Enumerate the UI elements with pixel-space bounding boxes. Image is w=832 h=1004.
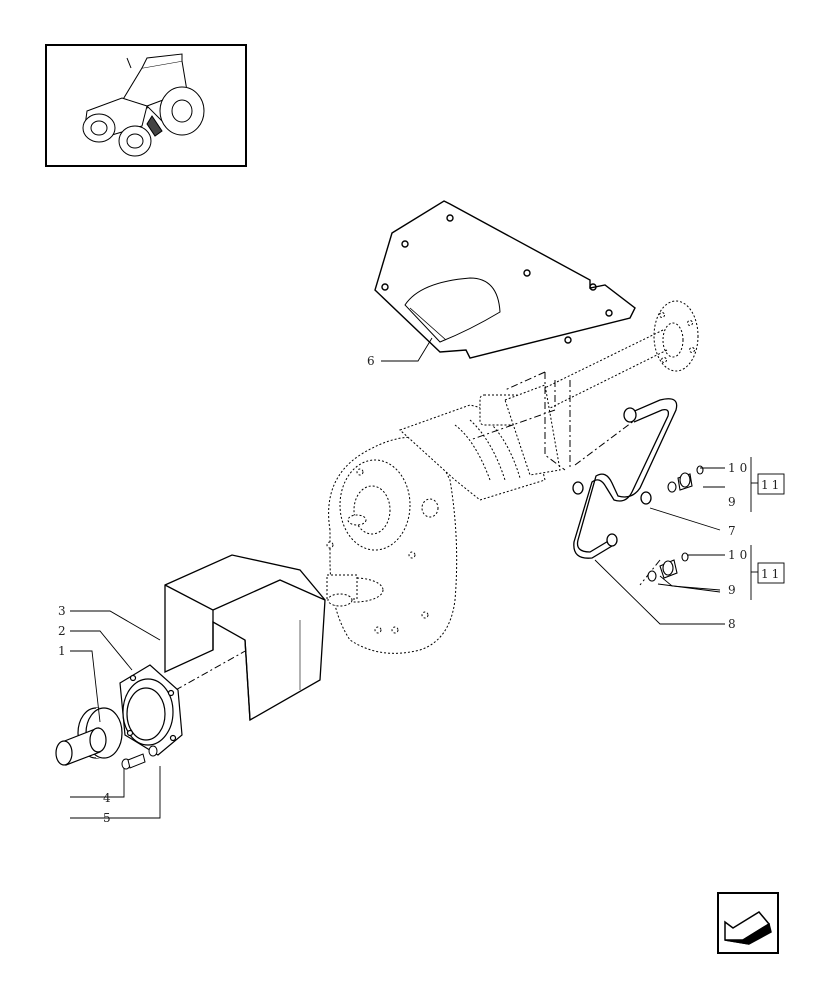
callout-2: 2 xyxy=(58,624,66,638)
callout-7: 7 xyxy=(728,524,736,538)
callout-numbers: 3 2 1 4 5 6 10 9 7 10 9 8 11 11 xyxy=(58,354,782,825)
callout-9-lower: 9 xyxy=(728,583,736,597)
callout-9-upper: 9 xyxy=(728,495,736,509)
back-navigation-button[interactable] xyxy=(717,892,779,954)
callout-4: 4 xyxy=(103,791,111,805)
output-flange xyxy=(519,300,699,419)
callout-6: 6 xyxy=(367,354,375,368)
tractor-icon xyxy=(82,53,205,157)
fitting-upper xyxy=(667,465,704,493)
gearbox-housing xyxy=(326,384,561,654)
oil-pipe xyxy=(572,398,678,559)
callout-11-upper: 11 xyxy=(761,478,782,492)
callout-8: 8 xyxy=(728,617,736,631)
shaft-flange xyxy=(119,664,183,756)
pto-shaft xyxy=(55,707,123,766)
pto-guard xyxy=(164,554,326,722)
tractor-thumbnail xyxy=(45,44,247,167)
bolt-and-washer xyxy=(121,745,158,770)
callout-10-upper: 10 xyxy=(728,461,751,475)
fitting-lower xyxy=(647,552,689,582)
cover-plate xyxy=(374,200,636,359)
callout-3: 3 xyxy=(58,604,66,618)
alignment-lines xyxy=(139,371,661,711)
leader-lines xyxy=(70,337,785,819)
callout-1: 1 xyxy=(58,644,66,658)
callout-10-lower: 10 xyxy=(728,548,751,562)
return-arrow-icon xyxy=(724,911,772,945)
callout-11-lower: 11 xyxy=(761,567,782,581)
callout-5: 5 xyxy=(103,811,111,825)
